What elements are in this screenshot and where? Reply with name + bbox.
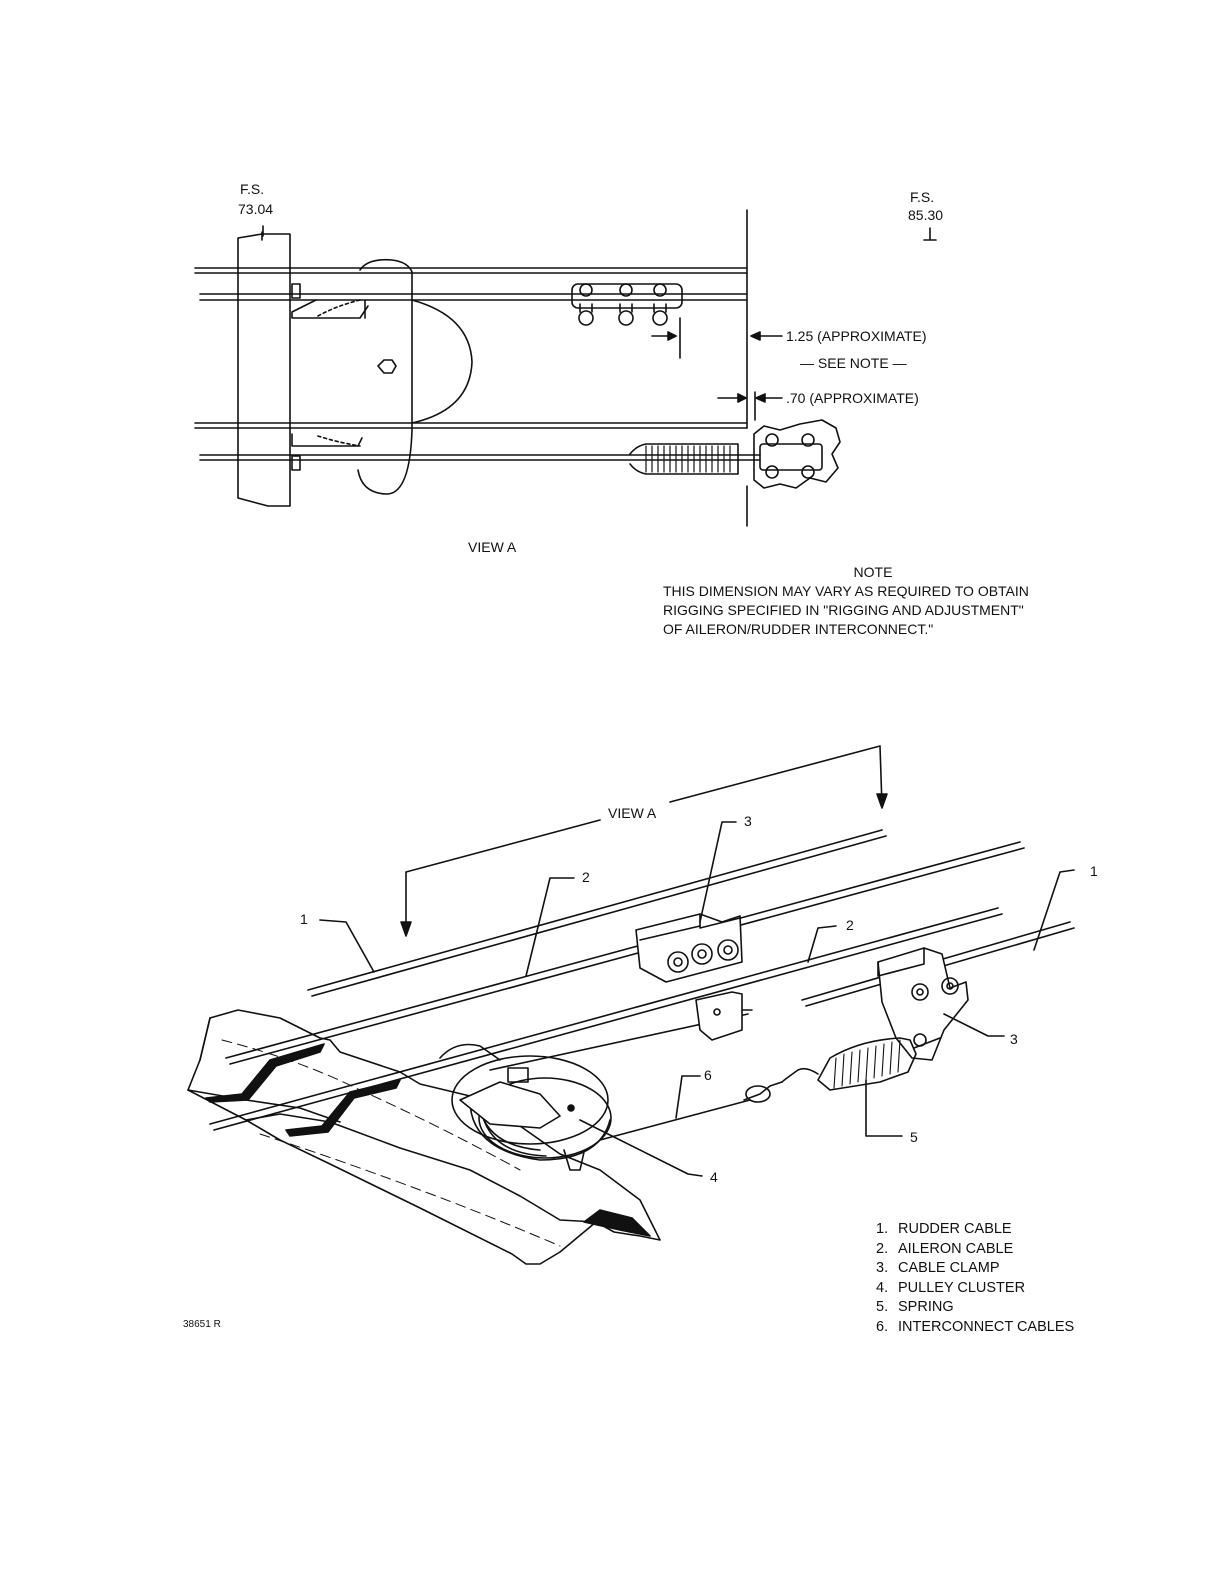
legend-label: PULLEY CLUSTER [898,1279,1026,1296]
note-line-2: RIGGING SPECIFIED IN "RIGGING AND ADJUST… [663,602,1024,618]
callout-5: 5 [910,1129,918,1145]
legend-label: AILERON CABLE [898,1240,1014,1257]
figure-id: 38651 R [183,1319,221,1330]
see-note-label: — SEE NOTE — [800,355,907,371]
callout-2-left: 2 [582,869,590,885]
legend-item: 1. RUDDER CABLE [876,1220,1074,1240]
view-a-labels: F.S. 73.04 F.S. 85.30 1.25 (APPROXIMATE)… [238,181,943,555]
iso-labels: VIEW A 1 2 3 1 2 3 6 4 5 [300,805,1098,1185]
fs-right-line1: F.S. [910,189,934,205]
fs-left-line2: 73.04 [238,201,273,217]
callout-6: 6 [704,1067,712,1083]
parts-legend: 1. RUDDER CABLE 2. AILERON CABLE 3. CABLE C… [876,1220,1074,1337]
legend-num: 4. [876,1279,889,1296]
note-title: NOTE [853,564,893,580]
legend-item: 6. INTERCONNECT CABLES [876,1318,1074,1338]
legend-item: 2. AILERON CABLE [876,1240,1074,1260]
note-block: NOTE THIS DIMENSION MAY VARY AS REQUIRED… [663,563,1103,639]
callout-3-top: 3 [744,813,752,829]
iso-view-label: VIEW A [608,805,657,821]
legend-num: 3. [876,1260,889,1276]
legend-label: CABLE CLAMP [898,1260,1000,1276]
legend-num: 5. [876,1299,889,1315]
callout-4: 4 [710,1169,718,1185]
fs-left-line1: F.S. [240,181,264,197]
legend-label: SPRING [898,1299,954,1315]
dim-1-label: 1.25 (APPROXIMATE) [786,328,927,344]
legend-item: 4. PULLEY CLUSTER [876,1279,1074,1299]
legend-num: 2. [876,1240,889,1257]
callout-3-right: 3 [1010,1031,1018,1047]
legend-label: RUDDER CABLE [898,1221,1012,1237]
view-a-drawing [194,209,937,527]
callout-1-right: 1 [1090,863,1098,879]
legend-num: 6. [876,1318,889,1335]
legend-item: 5. SPRING [876,1298,1074,1318]
isometric-drawing [187,745,1075,1265]
callout-1-left: 1 [300,911,308,927]
callout-2-right: 2 [846,917,854,933]
legend-label: INTERCONNECT CABLES [898,1318,1075,1335]
legend-num: 1. [876,1221,889,1237]
note-line-1: THIS DIMENSION MAY VARY AS REQUIRED TO O… [663,583,1029,599]
fs-right-line2: 85.30 [908,207,943,223]
note-line-3: OF AILERON/RUDDER INTERCONNECT." [663,621,934,637]
legend-item: 3. CABLE CLAMP [876,1259,1074,1279]
dim-2-label: .70 (APPROXIMATE) [786,390,919,406]
view-a-caption: VIEW A [468,539,517,555]
